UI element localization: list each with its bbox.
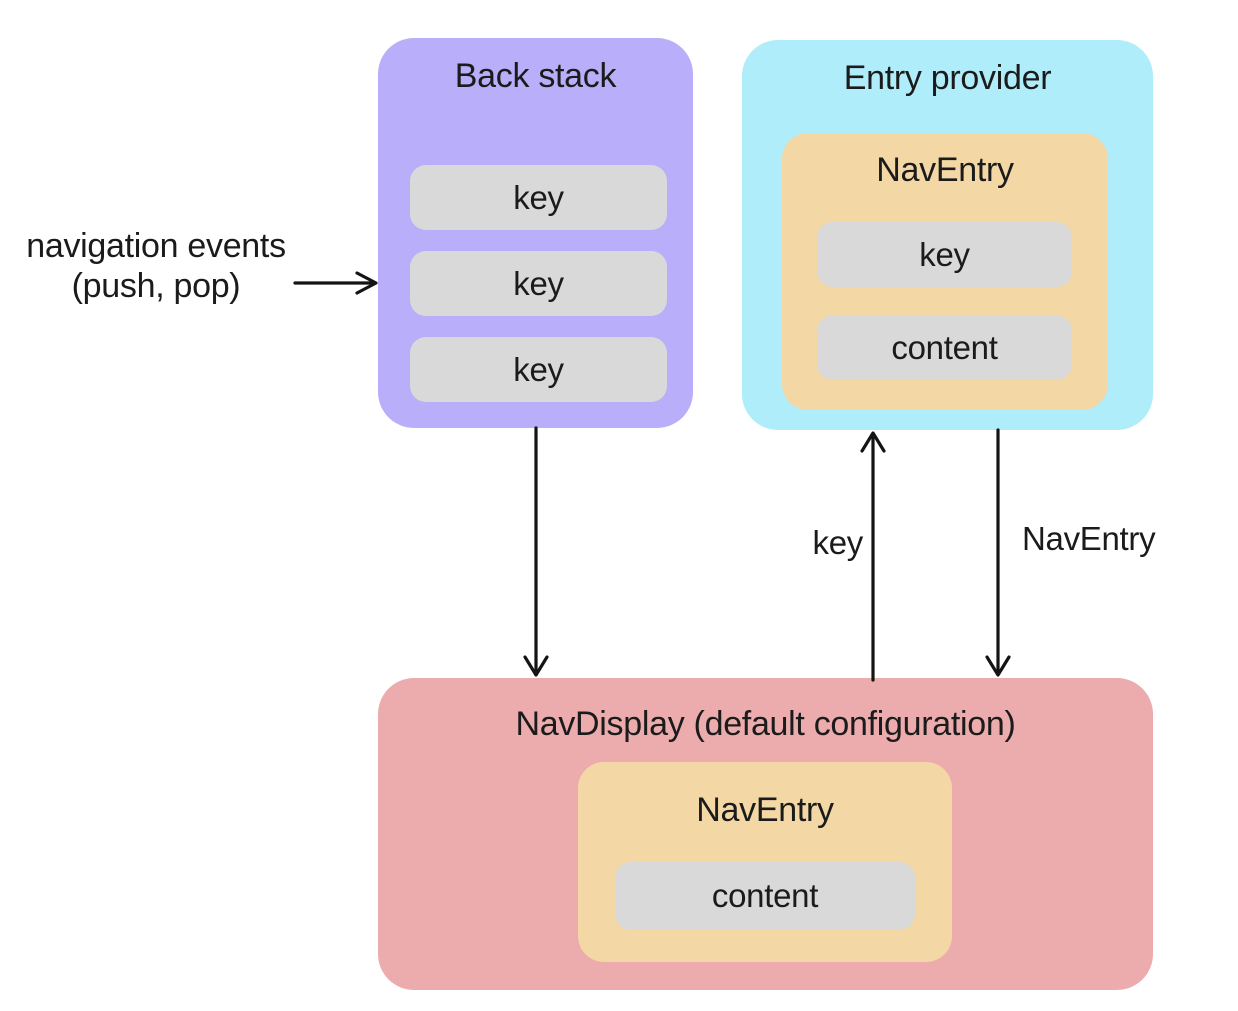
- key-arrow-label: key: [812, 524, 864, 561]
- nav-display-box: NavDisplay (default configuration) NavEn…: [378, 678, 1153, 990]
- navigation-events-line2: (push, pop): [71, 267, 241, 305]
- nav-display-content-pill: content: [615, 862, 915, 930]
- navigation-events-label: navigation events (push, pop): [6, 226, 306, 306]
- arrow-naventry-entryprovider-to-navdisplay: [985, 428, 1011, 677]
- back-stack-key-pill-1: key: [410, 165, 667, 230]
- arrow-backstack-to-navdisplay: [523, 426, 549, 677]
- nav-display-title: NavDisplay (default configuration): [515, 705, 1016, 743]
- nav-display-naventry-box: NavEntry content: [578, 762, 952, 962]
- entry-provider-key-pill: key: [817, 222, 1072, 287]
- back-stack-key-pill-2: key: [410, 251, 667, 316]
- nav-display-naventry-title: NavEntry: [696, 791, 834, 829]
- naventry-arrow-label: NavEntry: [1022, 520, 1156, 557]
- back-stack-title: Back stack: [454, 57, 617, 95]
- entry-provider-box: Entry provider NavEntry key content: [742, 40, 1153, 430]
- back-stack-box: Back stack key key key: [378, 38, 693, 428]
- arrow-navigation-events-to-backstack: [293, 271, 378, 295]
- entry-provider-content-pill: content: [817, 315, 1072, 380]
- back-stack-key-pill-3: key: [410, 337, 667, 402]
- navigation-events-line1: navigation events: [26, 227, 286, 265]
- entry-provider-title: Entry provider: [843, 59, 1052, 97]
- entry-provider-naventry-title: NavEntry: [876, 151, 1014, 189]
- arrow-key-navdisplay-to-entryprovider: [860, 431, 886, 682]
- entry-provider-naventry-box: NavEntry key content: [782, 133, 1108, 410]
